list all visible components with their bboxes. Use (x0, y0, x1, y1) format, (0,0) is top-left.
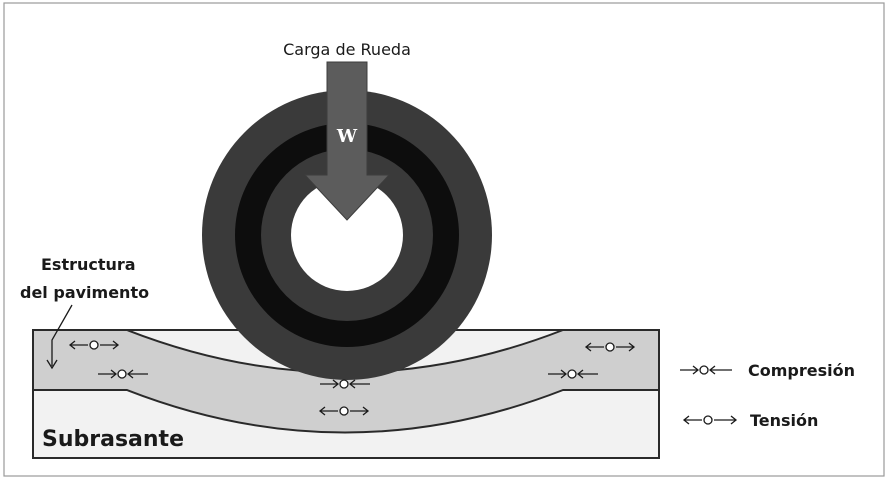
legend-tension-icon (682, 415, 738, 425)
compression-symbol (548, 369, 598, 379)
compression-symbol (98, 369, 148, 379)
subgrade-label: Subrasante (42, 427, 184, 452)
tire (202, 90, 492, 380)
legend-compression-icon (680, 365, 732, 375)
structure-label-line2: del pavimento (20, 283, 149, 302)
load-arrow (303, 61, 391, 221)
tension-symbol (318, 406, 370, 416)
load-symbol: W (336, 126, 358, 147)
compression-symbol (320, 379, 370, 389)
tension-symbol (68, 340, 120, 350)
load-label: Carga de Rueda (283, 40, 411, 59)
structure-pointer-arrow (46, 304, 73, 370)
structure-label-line1: Estructura (41, 255, 136, 274)
legend-tension-label: Tensión (750, 411, 818, 430)
legend-compression-label: Compresión (748, 361, 855, 380)
tension-symbol (584, 342, 636, 352)
